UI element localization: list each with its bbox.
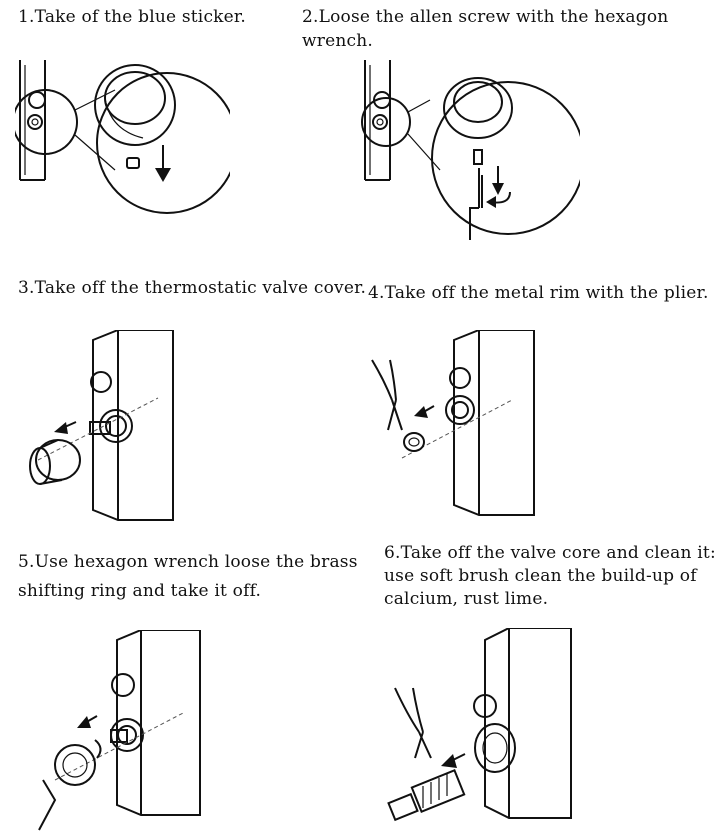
step-1-text: 1.Take of the blue sticker. [18,7,246,27]
shifting-ring-diagram-icon [35,630,215,835]
step-6-text: 6.Take off the valve core and clean it: … [384,543,716,609]
plier-diagram-icon [362,330,552,520]
valve-core-diagram-icon [385,628,585,833]
step-3-text: 3.Take off the thermostatic valve cover. [18,278,367,298]
step-2-text: 2.Loose the allen screw with the hexagon… [302,7,669,51]
step-5-text: 5.Use hexagon wrench loose the brass shi… [18,552,358,601]
valve-cover-diagram-icon [18,330,188,530]
step-4-text: 4.Take off the metal rim with the plier. [368,283,709,303]
allen-wrench-diagram-icon [360,60,580,250]
sticker-diagram-icon [15,60,230,230]
